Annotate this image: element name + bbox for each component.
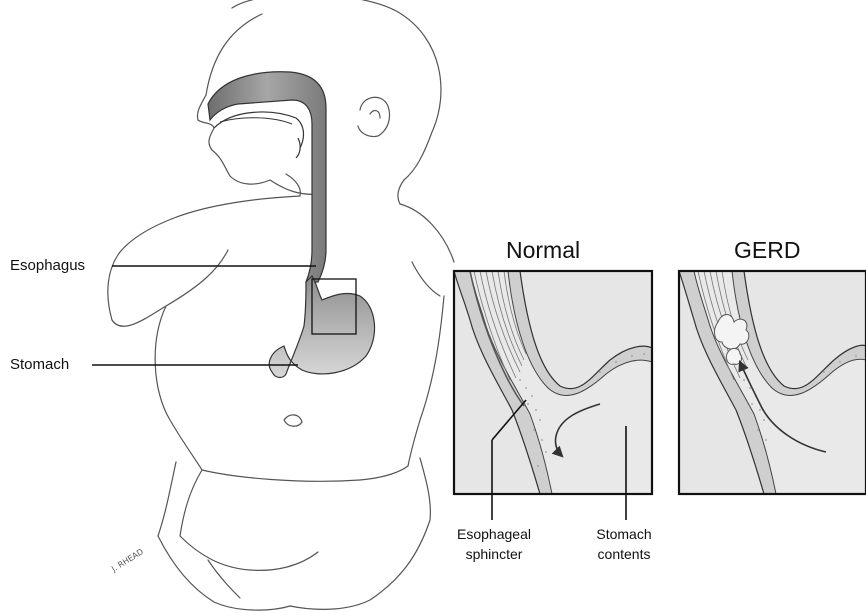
gerd-panel (679, 271, 866, 494)
contents-label-line1: Stomach (579, 524, 669, 544)
digestive-tract (208, 72, 326, 282)
esophagus-label: Esophagus (10, 256, 85, 276)
esophageal-sphincter-label: Esophageal sphincter (449, 524, 539, 564)
normal-title: Normal (506, 236, 580, 264)
sphincter-label-line2: sphincter (449, 544, 539, 564)
contents-label-line2: contents (579, 544, 669, 564)
sphincter-label-line1: Esophageal (449, 524, 539, 544)
gerd-title: GERD (734, 236, 800, 264)
normal-panel (454, 271, 652, 494)
stomach-label: Stomach (10, 355, 69, 375)
stomach-organ (269, 276, 374, 378)
stomach-contents-label: Stomach contents (579, 524, 669, 564)
